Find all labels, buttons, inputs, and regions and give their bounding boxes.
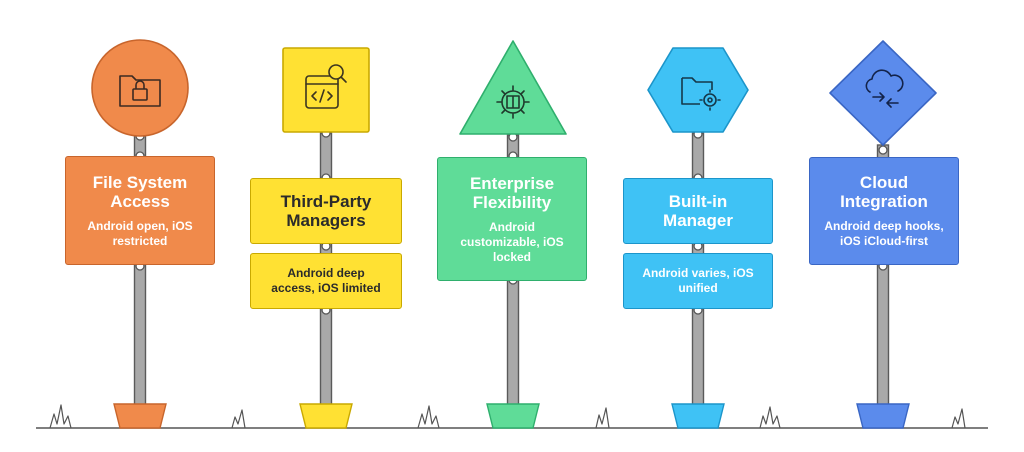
signpost-board: File System Access Android open, iOS res… <box>65 156 215 265</box>
signpost-title: Third-Party Managers <box>280 192 372 230</box>
code-search-icon <box>305 64 347 109</box>
post-ring <box>878 145 888 155</box>
folder-gear-icon <box>681 77 721 111</box>
signpost-sub-board: Android deep access, iOS limited <box>250 253 402 309</box>
diamond-sign <box>829 40 937 146</box>
folder-lock-icon <box>119 75 161 107</box>
grass-tufts <box>49 404 966 429</box>
signpost-description: Android deep access, iOS limited <box>271 266 381 295</box>
signpost-file-system-access <box>91 39 189 429</box>
post-base <box>299 403 353 429</box>
signpost-board: Enterprise Flexibility Android customiza… <box>437 157 587 281</box>
signpost-title: Built-in Manager <box>663 192 733 230</box>
post-base <box>113 403 167 429</box>
post-base <box>856 403 910 429</box>
signpost-board: Built-in Manager <box>623 178 773 244</box>
signpost-sub-board: Android varies, iOS unified <box>623 253 773 309</box>
signpost-description: Android varies, iOS unified <box>642 266 754 295</box>
post-base <box>486 403 540 429</box>
signpost-title: File System Access <box>92 172 188 211</box>
signpost-description: Android open, iOS restricted <box>87 218 193 248</box>
square-sign <box>282 47 370 133</box>
gear-document-icon <box>496 85 530 119</box>
signpost-description: Android customizable, iOS locked <box>460 219 564 264</box>
signpost-title: Enterprise Flexibility <box>469 173 555 212</box>
signpost-board: Cloud Integration Android deep hooks, iO… <box>809 157 959 265</box>
signpost-title: Cloud Integration <box>840 173 928 211</box>
circle-sign <box>91 39 189 137</box>
cloud-sync-icon <box>865 69 904 108</box>
hexagon-sign <box>647 47 749 133</box>
post-base <box>671 403 725 429</box>
signpost-description: Android deep hooks, iOS iCloud-first <box>824 219 944 248</box>
signpost-board: Third-Party Managers <box>250 178 402 244</box>
